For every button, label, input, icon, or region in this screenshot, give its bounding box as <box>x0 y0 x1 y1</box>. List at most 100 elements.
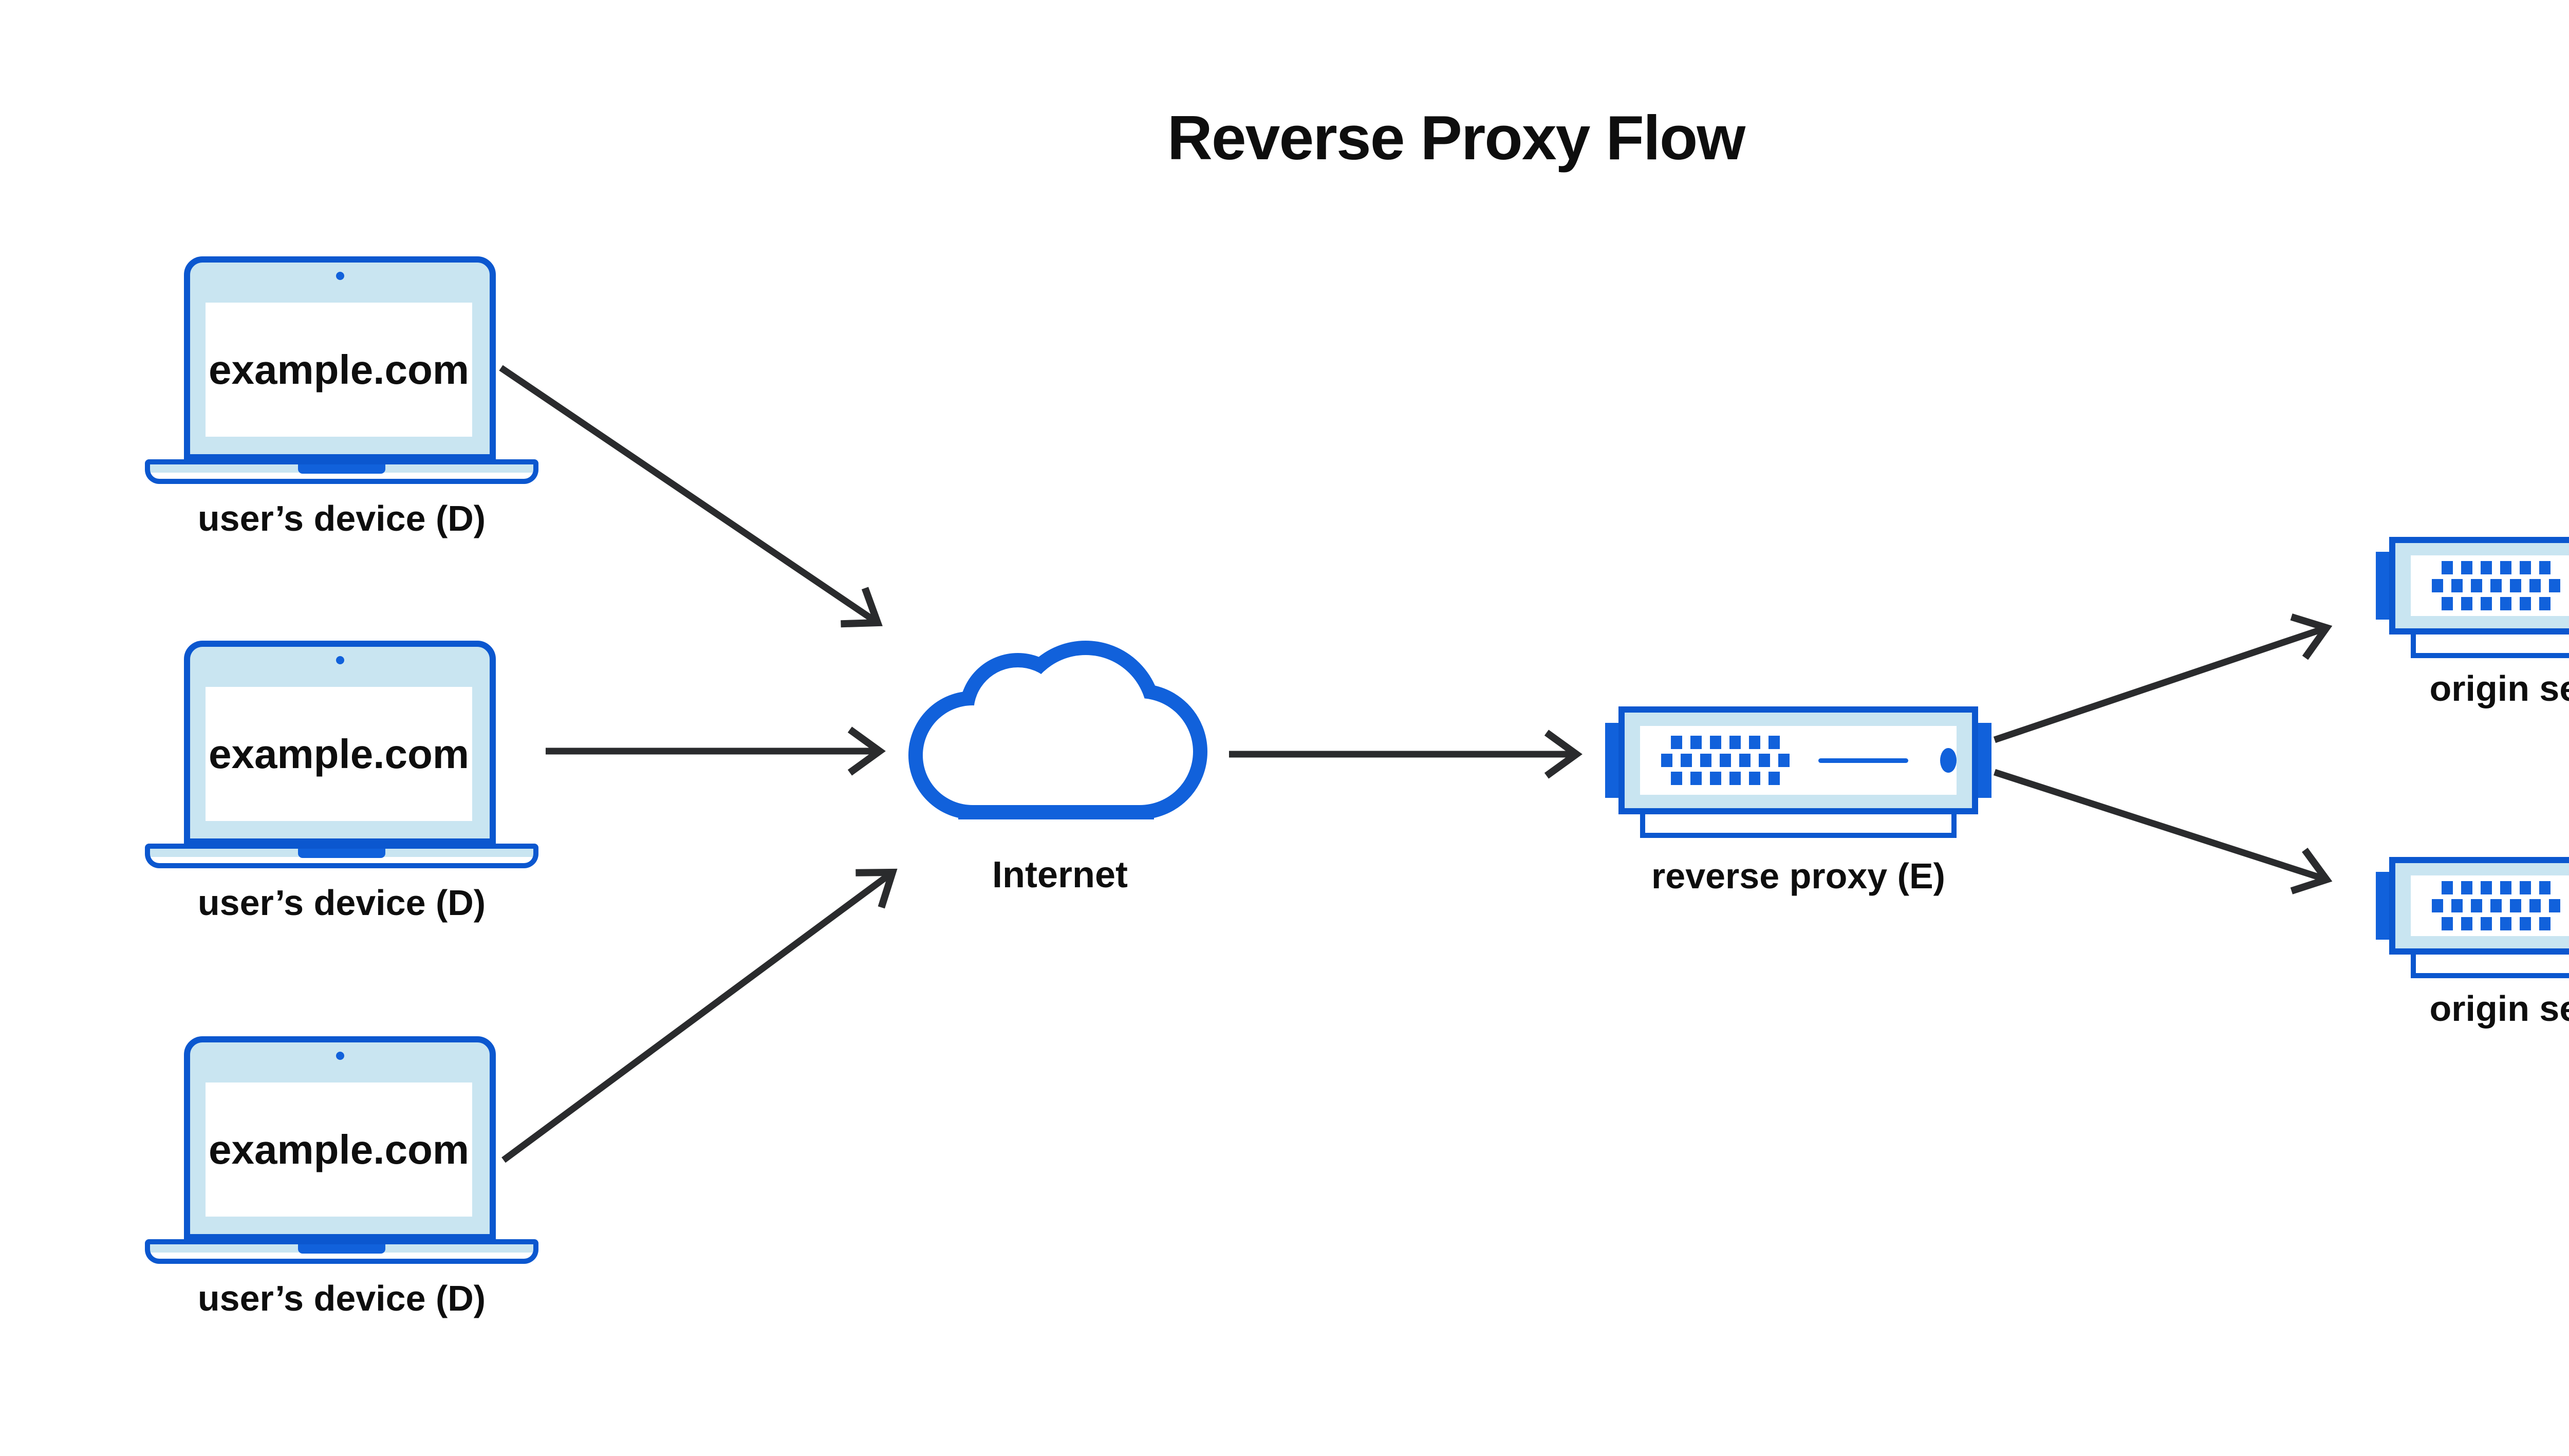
vent-dot <box>1700 754 1711 767</box>
cloud-icon <box>908 641 1207 819</box>
vent-dot <box>2481 597 2492 610</box>
vent-dot <box>2500 881 2511 894</box>
vent-dot <box>2500 597 2511 610</box>
vent-dot <box>2529 899 2541 912</box>
vent-dot <box>2432 579 2443 592</box>
vent-dot <box>2490 899 2502 912</box>
laptop-base <box>145 844 538 868</box>
vent-dot <box>2442 561 2453 574</box>
laptop-icon: example.com <box>184 1036 496 1240</box>
arrow-device3-to-internet <box>501 868 898 1163</box>
laptop-icon: example.com <box>184 256 496 460</box>
node-reverse-proxy <box>1605 706 1991 838</box>
vent-dot <box>2432 899 2443 912</box>
node-origin-server-2 <box>2376 857 2569 978</box>
vent-dot <box>1749 736 1760 749</box>
laptop-screen: example.com <box>206 687 472 821</box>
arrow-proxy-to-origin2 <box>1993 769 2333 894</box>
vent-dot <box>2461 917 2472 930</box>
laptop-screen: example.com <box>206 303 472 437</box>
camera-dot-icon <box>336 656 344 664</box>
vent-dot <box>1671 736 1682 749</box>
arrow-proxy-to-origin1 <box>1993 613 2333 743</box>
vent-dot <box>2481 561 2492 574</box>
laptop-base <box>145 459 538 484</box>
camera-dot-icon <box>336 1052 344 1060</box>
vent-dot <box>2539 561 2551 574</box>
node-label-reverse-proxy: reverse proxy (E) <box>1651 856 1945 896</box>
vent-dot <box>2471 899 2482 912</box>
vent-dot <box>2529 579 2541 592</box>
vent-dot <box>1681 754 1692 767</box>
vent-dot <box>1661 754 1672 767</box>
vent-dot <box>1739 754 1751 767</box>
server-icon <box>1618 706 1978 814</box>
laptop-icon: example.com <box>184 641 496 845</box>
vent-dot <box>2520 597 2531 610</box>
vent-dot <box>1759 754 1770 767</box>
server-vent-dots <box>2432 881 2560 930</box>
node-user-device-3: example.com user’s device (D) <box>145 1036 538 1345</box>
node-label-user-device-3: user’s device (D) <box>197 1278 486 1318</box>
diagram-title: Reverse Proxy Flow <box>1167 103 1746 173</box>
node-user-device-2: example.com user’s device (D) <box>145 641 538 949</box>
laptop-base <box>145 1239 538 1264</box>
vent-dot <box>1729 736 1741 749</box>
vent-dot <box>2490 579 2502 592</box>
vent-dot <box>2481 917 2492 930</box>
vent-dot <box>2520 917 2531 930</box>
laptop-screen: example.com <box>206 1082 472 1217</box>
vent-dot <box>2442 597 2453 610</box>
node-origin-server-1 <box>2376 537 2569 658</box>
vent-dot <box>1710 736 1721 749</box>
laptop-notch <box>298 1244 385 1254</box>
vent-dot <box>2461 561 2472 574</box>
node-label-user-device-1: user’s device (D) <box>197 498 486 538</box>
server-front-panel <box>2411 875 2569 936</box>
server-led-icon <box>1940 748 1957 773</box>
server-vent-dots <box>2432 561 2560 610</box>
vent-dot <box>2471 579 2482 592</box>
vent-dot <box>1710 772 1721 785</box>
vent-dot <box>2539 917 2551 930</box>
server-vent-dots <box>1661 736 1790 785</box>
laptop-notch <box>298 849 385 858</box>
vent-dot <box>2549 579 2560 592</box>
vent-dot <box>2451 579 2463 592</box>
node-user-device-1: example.com user’s device (D) <box>145 256 538 565</box>
camera-dot-icon <box>336 272 344 280</box>
vent-dot <box>1720 754 1731 767</box>
vent-dot <box>2510 899 2521 912</box>
vent-dot <box>1671 772 1682 785</box>
vent-dot <box>2520 881 2531 894</box>
arrow-device1-to-internet <box>499 365 883 628</box>
server-slot-line <box>1818 758 1909 763</box>
vent-dot <box>2539 597 2551 610</box>
node-label-origin-server-2: origin server (F) <box>2429 988 2569 1029</box>
vent-dot <box>1690 736 1702 749</box>
vent-dot <box>2442 881 2453 894</box>
server-front-panel <box>2411 555 2569 616</box>
vent-dot <box>1749 772 1760 785</box>
vent-dot <box>1768 772 1780 785</box>
vent-dot <box>2549 899 2560 912</box>
server-icon <box>2389 857 2569 955</box>
vent-dot <box>2451 899 2463 912</box>
laptop-notch <box>298 464 385 474</box>
vent-dot <box>2461 881 2472 894</box>
vent-dot <box>2442 917 2453 930</box>
vent-dot <box>1778 754 1790 767</box>
vent-dot <box>2500 561 2511 574</box>
vent-dot <box>2461 597 2472 610</box>
node-label-origin-server-1: origin server (F) <box>2429 668 2569 708</box>
vent-dot <box>2500 917 2511 930</box>
server-icon <box>2389 537 2569 634</box>
vent-dot <box>1729 772 1741 785</box>
vent-dot <box>2539 881 2551 894</box>
node-label-user-device-2: user’s device (D) <box>197 883 486 923</box>
vent-dot <box>2520 561 2531 574</box>
vent-dot <box>2510 579 2521 592</box>
vent-dot <box>2481 881 2492 894</box>
